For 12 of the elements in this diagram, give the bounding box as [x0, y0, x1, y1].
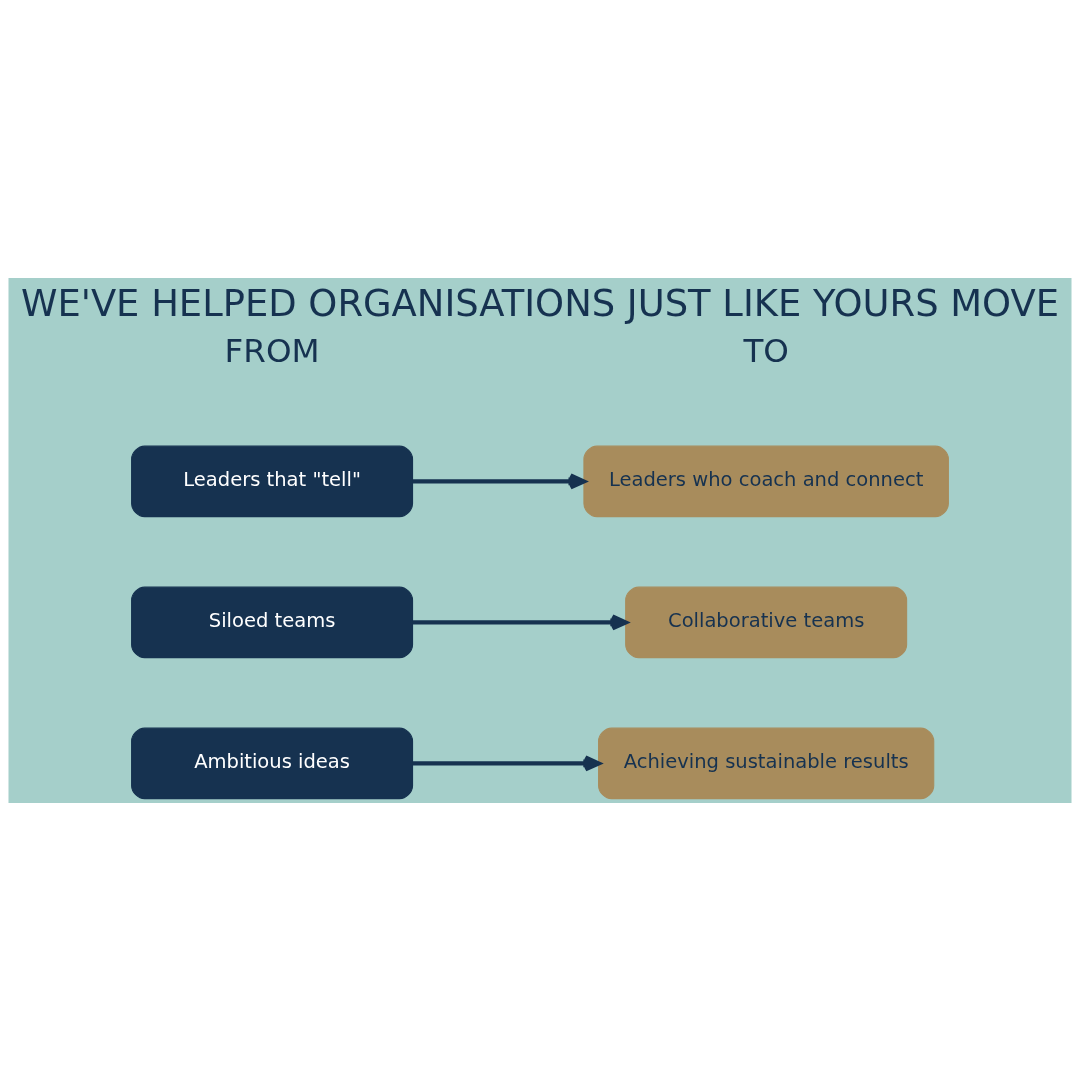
node-box: Ambitious ideas	[131, 727, 414, 799]
node-box: Achieving sustainable results	[598, 727, 935, 799]
arrow	[412, 754, 601, 771]
label: FROM	[224, 331, 320, 370]
node-box: Collaborative teams	[625, 586, 908, 658]
arrow	[412, 472, 586, 489]
diagram-title: WE'VE HELPED ORGANISATIONS JUST LIKE YOURS MOVE	[21, 281, 1059, 325]
arrow	[412, 613, 628, 630]
node-box: Siloed teams	[131, 586, 414, 658]
node-box: Leaders that "tell"	[131, 445, 414, 517]
label: TO	[743, 331, 789, 370]
node-box: Leaders who coach and connect	[583, 445, 949, 517]
